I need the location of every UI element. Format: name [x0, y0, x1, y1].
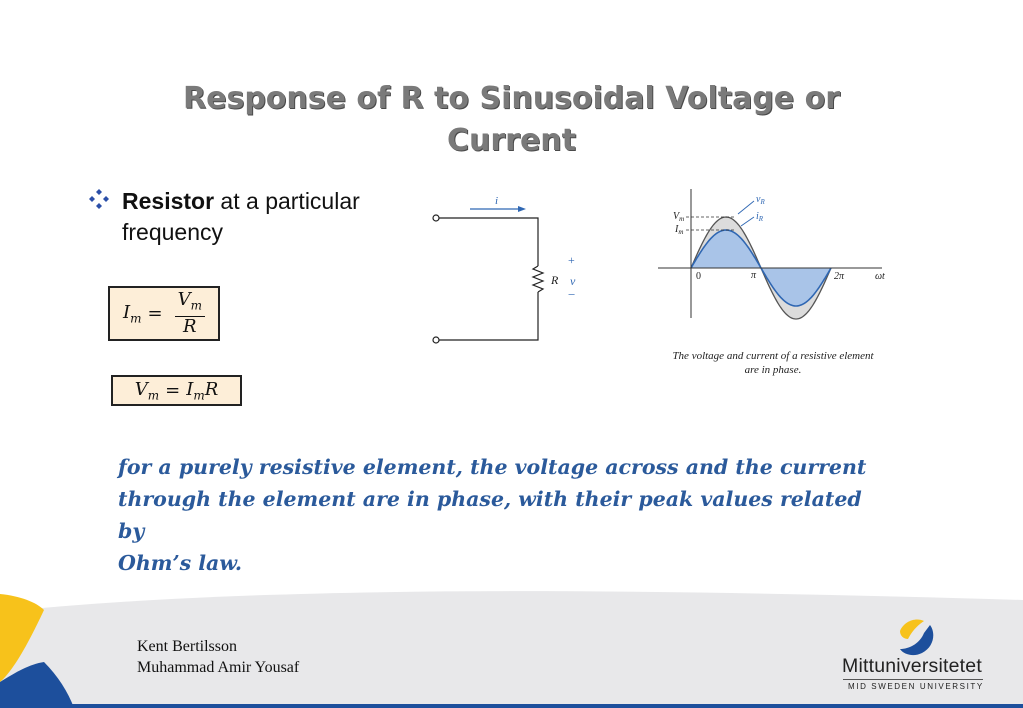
f2-rhs: ImR [186, 378, 219, 403]
tick-zero: 0 [696, 271, 701, 282]
footer-yellow-shape [0, 594, 44, 682]
graph-caption: The voltage and current of a resistive e… [655, 349, 891, 377]
resistor-zigzag [531, 265, 545, 293]
voltage-label: v [570, 274, 576, 288]
footer-blue-line [0, 704, 1023, 708]
title-line-1: Response of R to Sinusoidal Voltage or [183, 81, 840, 116]
f2-eq: = [165, 380, 181, 401]
resistor-label: R [550, 273, 559, 287]
f1-numerator: Vm [174, 290, 205, 317]
vr-pointer [737, 200, 755, 215]
bullet-rest-2: frequency [122, 219, 224, 245]
terminal-top [432, 214, 440, 222]
f1-lhs: Im [123, 301, 142, 326]
current-arrow [470, 206, 526, 212]
voltage-current-graph: Vm Im vR iR 0 π 2π ωt [658, 189, 885, 320]
wire-bottom [439, 292, 539, 341]
author-2: Muhammad Amir Yousaf [137, 659, 300, 676]
axis-label-omega-t: ωt [875, 271, 885, 282]
footer-gray-band [0, 591, 1023, 708]
bullet-bold: Resistor [122, 188, 215, 214]
formula-vm: Vm = ImR [111, 375, 242, 406]
footer-blue-shape [0, 662, 74, 708]
f1-denominator: R [183, 315, 197, 337]
ir-label: iR [756, 211, 764, 223]
title-line-2: Current [446, 123, 576, 158]
ir-pointer [740, 216, 755, 227]
vm-label: Vm [673, 211, 684, 223]
note-line-3: Ohm’s law. [118, 551, 243, 575]
bullet-item: Resistor at a particular frequency [88, 186, 408, 248]
explanation-text: for a purely resistive element, the volt… [118, 451, 878, 579]
terminal-bottom [432, 336, 440, 344]
university-name: Mittuniversitetet [842, 655, 982, 677]
university-logo-icon [900, 619, 934, 656]
logo-divider [843, 679, 983, 680]
caption-line-2: are in phase. [744, 364, 802, 376]
bullet-rest-1: at a particular [214, 188, 360, 214]
formula-im: Im = Vm R [108, 286, 220, 341]
resistor-circuit-diagram: i R + v − [432, 195, 576, 344]
im-label: Im [674, 224, 683, 236]
slide-title: Response of R to Sinusoidal Voltage or C… [60, 78, 963, 162]
wire-top [439, 217, 539, 266]
minus-sign: − [568, 287, 575, 302]
bullet-text: Resistor at a particular frequency [122, 186, 408, 248]
vr-label: vR [756, 194, 765, 206]
f1-fraction: Vm R [174, 290, 205, 337]
current-label: i [495, 195, 498, 207]
plus-sign: + [568, 253, 575, 267]
authors: Kent Bertilsson Muhammad Amir Yousaf [137, 636, 299, 678]
caption-line-1: The voltage and current of a resistive e… [672, 350, 874, 362]
note-line-2: through the element are in phase, with t… [118, 487, 862, 543]
tick-2pi: 2π [834, 271, 845, 282]
tick-pi: π [751, 270, 757, 281]
author-1: Kent Bertilsson [137, 638, 237, 655]
f1-eq: = [147, 303, 163, 324]
university-subtitle: MID SWEDEN UNIVERSITY [848, 682, 984, 691]
f2-lhs: Vm [134, 378, 160, 403]
diamond-bullet-icon [89, 189, 109, 209]
note-line-1: for a purely resistive element, the volt… [118, 455, 867, 479]
